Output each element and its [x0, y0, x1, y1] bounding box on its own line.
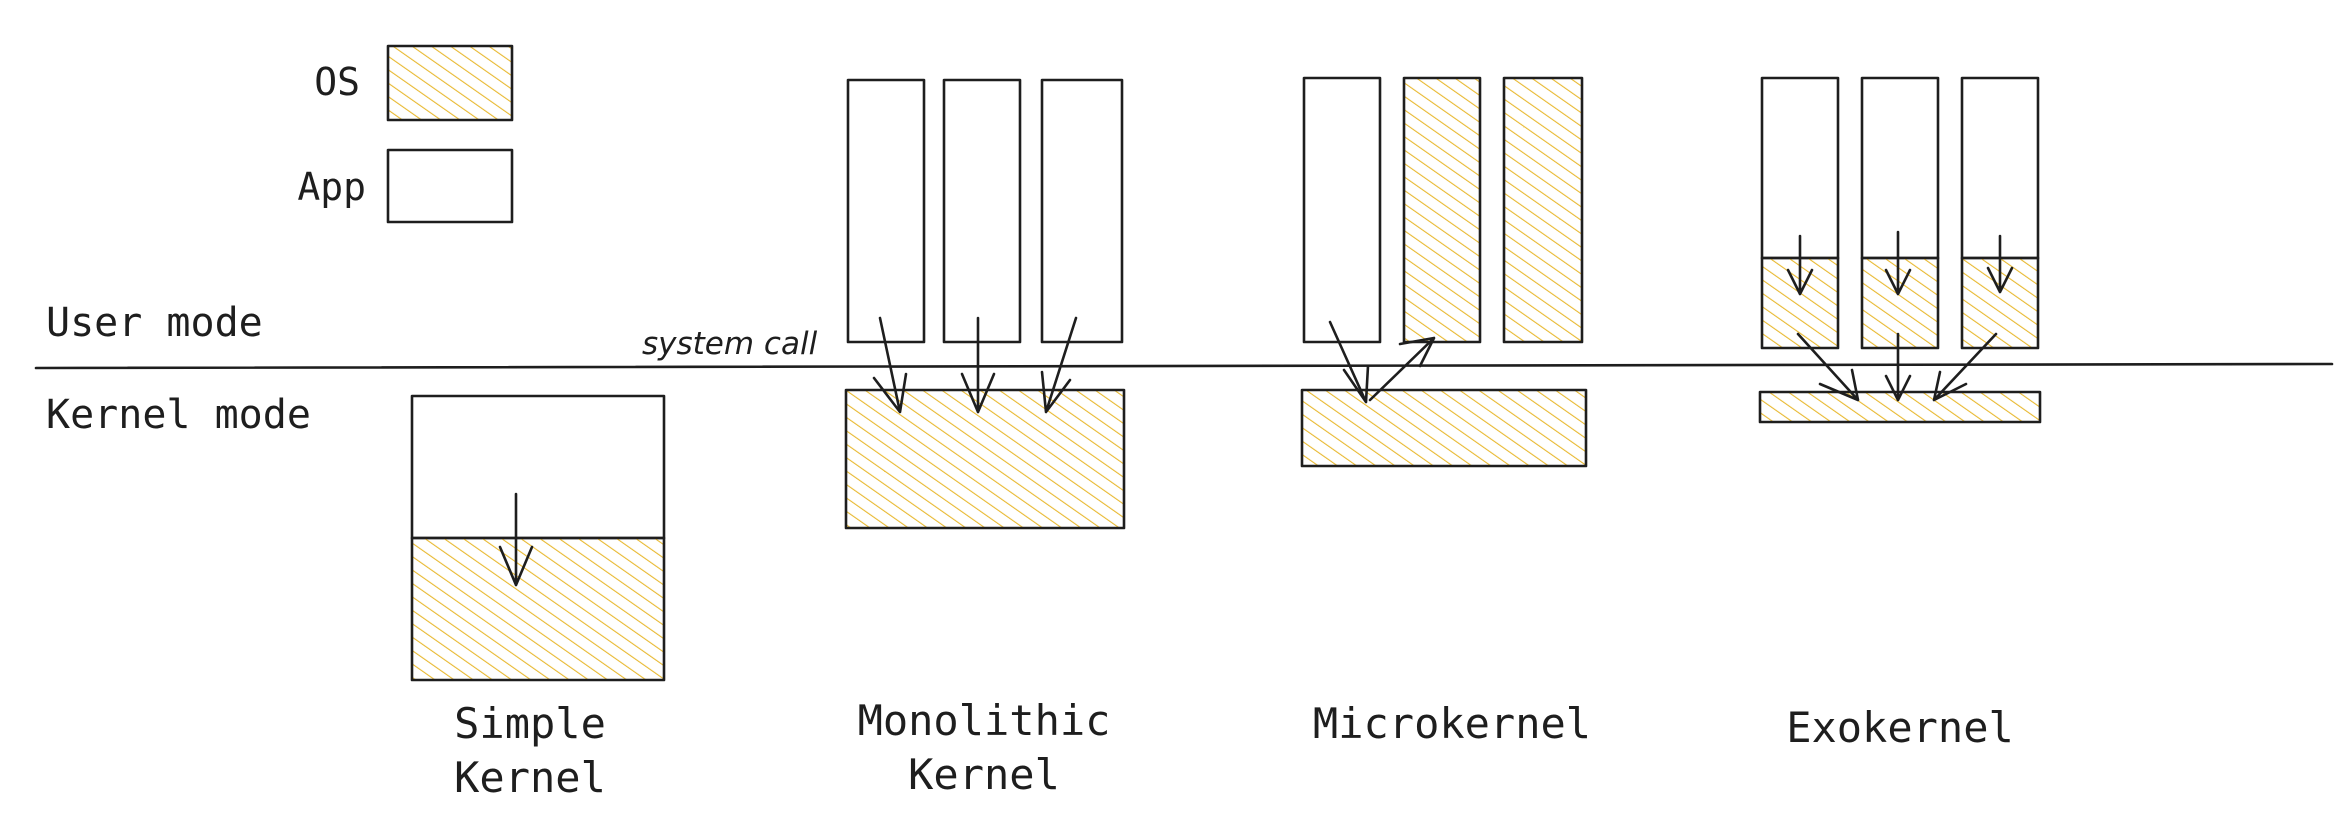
microkernel-app-block	[1302, 76, 1382, 344]
exokernel-down-arrow-2	[1884, 332, 1912, 402]
user-mode-label: User mode	[46, 300, 263, 346]
exokernel-inner-arrow-1	[1786, 234, 1814, 296]
exokernel-inner-arrow-2	[1884, 230, 1912, 296]
syscall-arrow-3	[1040, 316, 1078, 414]
legend-os-label: OS	[314, 60, 360, 104]
monolithic-app-block-1	[846, 78, 926, 344]
exokernel-libos-block-2	[1860, 256, 1940, 350]
monolithic-app-block-2	[942, 78, 1022, 344]
monolithic-kernel-caption-line2: Kernel	[908, 750, 1060, 799]
exokernel-group: Exokernel	[1758, 76, 2042, 752]
exokernel-down-arrow-1	[1796, 332, 1860, 402]
monolithic-kernel-group: system call Monolithic Kernel	[642, 78, 1126, 799]
microkernel-group: Microkernel	[1300, 76, 1591, 748]
system-call-annotation: system call	[642, 326, 818, 362]
mode-divider-line	[34, 362, 2334, 370]
monolithic-app-block-3	[1040, 78, 1124, 344]
simple-kernel-app-block	[410, 394, 666, 540]
exokernel-app-block-3	[1960, 76, 2040, 260]
simple-kernel-caption-line1: Simple	[454, 699, 606, 748]
exokernel-caption: Exokernel	[1786, 703, 2014, 752]
simple-kernel-os-block	[410, 536, 666, 682]
microkernel-user-os-block-2	[1502, 76, 1584, 344]
syscall-arrow-1	[872, 316, 908, 414]
exokernel-down-arrow-3	[1932, 332, 1998, 402]
simple-kernel-caption-line2: Kernel	[454, 753, 606, 802]
microkernel-up-arrow	[1368, 336, 1436, 402]
exokernel-app-block-2	[1860, 76, 1940, 260]
microkernel-os-block	[1300, 388, 1588, 468]
simple-kernel-group: Simple Kernel	[410, 394, 666, 802]
microkernel-caption: Microkernel	[1313, 699, 1591, 748]
microkernel-user-os-block-1	[1402, 76, 1482, 344]
legend-app-swatch	[386, 148, 514, 224]
kernel-mode-label: Kernel mode	[46, 392, 311, 438]
exokernel-inner-arrow-3	[1986, 234, 2014, 294]
syscall-arrow-2	[960, 316, 996, 414]
legend-app-label: App	[297, 165, 366, 209]
simple-kernel-arrow	[498, 492, 534, 587]
monolithic-kernel-caption-line1: Monolithic	[858, 696, 1111, 745]
legend-os-swatch	[386, 44, 514, 122]
monolithic-kernel-os-block	[844, 388, 1126, 530]
exokernel-app-block-1	[1760, 76, 1840, 260]
microkernel-down-arrow	[1328, 320, 1370, 404]
